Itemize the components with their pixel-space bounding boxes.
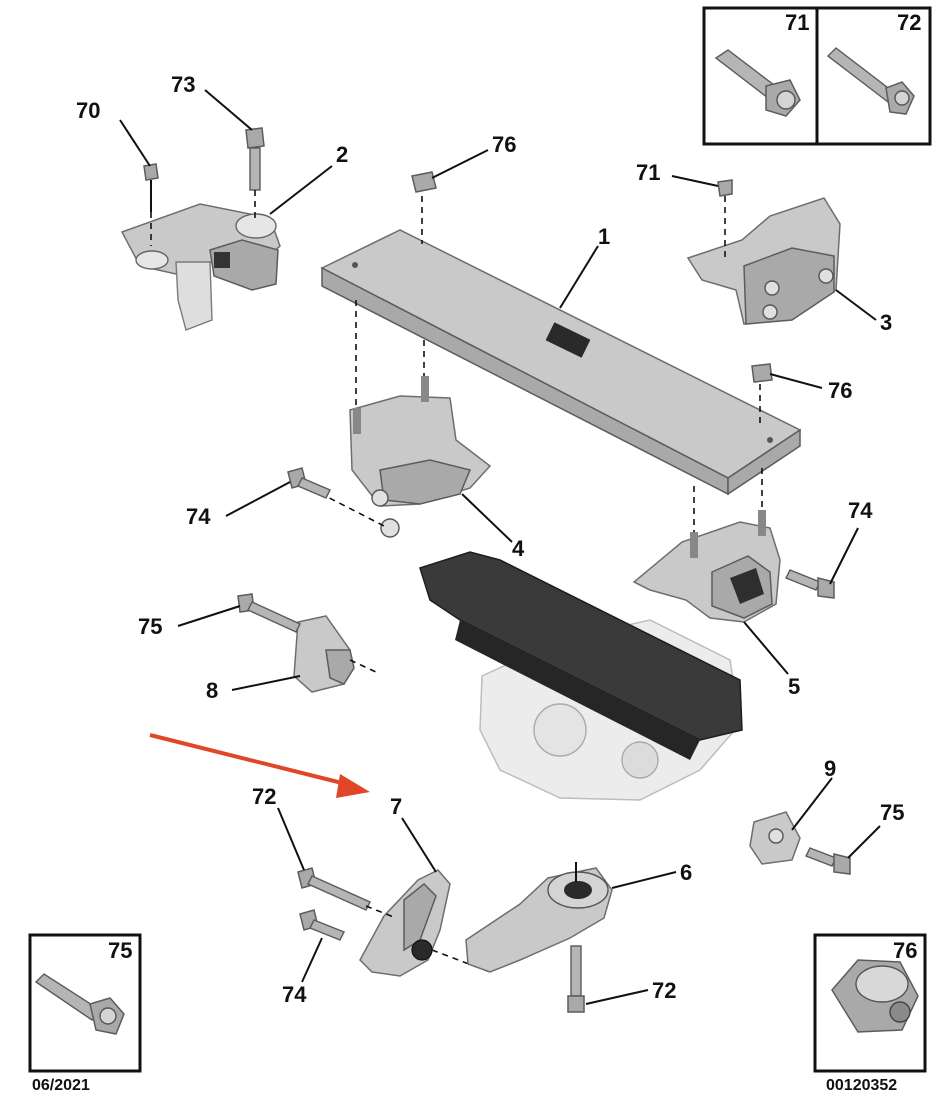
part-2-left-bracket (120, 203, 281, 331)
part-6-torque-rod (465, 862, 613, 1013)
inset-box-bolt-75: 75 (28, 933, 142, 1073)
part-3-right-bracket (686, 179, 841, 325)
callout-74-left: 74 (186, 504, 211, 529)
highlight-arrow (149, 733, 370, 798)
nut-76-right (751, 363, 773, 383)
part-7-torque-bracket (359, 869, 491, 977)
bolt-70 (143, 163, 159, 246)
bolt-75-right (805, 847, 851, 875)
part-9-bracket (749, 811, 801, 865)
callout-71: 71 (636, 160, 660, 185)
inset-label-72: 72 (897, 10, 921, 35)
callout-3: 3 (880, 310, 892, 335)
part-1-crossmember-plate (320, 196, 802, 532)
callout-74-right: 74 (848, 498, 873, 523)
callout-2: 2 (336, 142, 348, 167)
callout-70: 70 (76, 98, 100, 123)
bolt-75-left (237, 593, 301, 633)
bolt-73 (245, 127, 265, 222)
callout-72-bottom: 72 (652, 978, 676, 1003)
callout-7: 7 (390, 794, 402, 819)
callout-75-left: 75 (138, 614, 162, 639)
callout-76-right: 76 (828, 378, 852, 403)
bolt-74-bottom (299, 909, 345, 941)
callout-76-top: 76 (492, 132, 516, 157)
callout-1: 1 (598, 224, 610, 249)
callout-75-right: 75 (880, 800, 904, 825)
part-8-bracket (293, 615, 377, 693)
inset-box-bolts-71-72: 71 72 (702, 6, 932, 146)
inset-label-75: 75 (108, 938, 132, 963)
footer-reference: 00120352 (826, 1077, 897, 1094)
bolt-74-left (287, 467, 331, 499)
leader-lines (119, 89, 881, 1005)
bolt-74-right (785, 569, 835, 599)
callout-labels: 70 73 2 76 1 71 3 76 74 4 74 5 75 8 9 75… (76, 72, 904, 1007)
part-4-left-mount (309, 376, 492, 538)
bolt-72-illustration (826, 47, 915, 115)
inset-box-nut-76: 76 (813, 933, 927, 1073)
bolt-72-left (297, 867, 397, 919)
footer-date: 06/2021 (32, 1077, 90, 1094)
callout-73: 73 (171, 72, 195, 97)
callout-74-bottom: 74 (282, 982, 307, 1007)
callout-6: 6 (680, 860, 692, 885)
callout-9: 9 (824, 756, 836, 781)
part-5-right-mount (632, 510, 781, 623)
bolt-71-illustration (714, 49, 801, 117)
inset-label-76: 76 (893, 938, 917, 963)
nut-76-top (411, 171, 437, 193)
inset-label-71: 71 (785, 10, 809, 35)
callout-5: 5 (788, 674, 800, 699)
callout-72-left: 72 (252, 784, 276, 809)
callout-4: 4 (512, 536, 525, 561)
engine-gearbox-assembly (419, 551, 743, 801)
callout-8: 8 (206, 678, 218, 703)
